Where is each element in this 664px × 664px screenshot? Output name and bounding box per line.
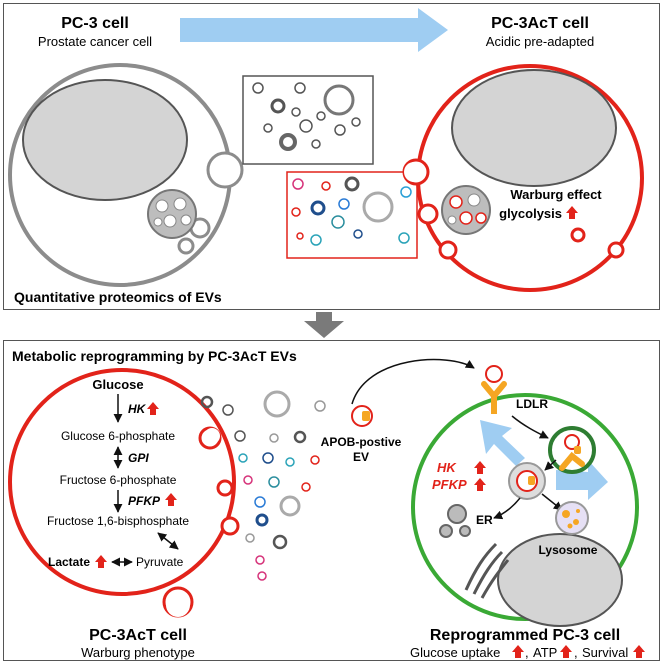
green-pfkp-label: PFKP [432, 477, 467, 492]
gpi-enzyme-label: GPI [128, 451, 149, 465]
apob-ev-label-line1: APOB-postive [321, 435, 402, 449]
green-hk-up-icon [474, 461, 486, 474]
outcome-atp-up-icon [560, 645, 572, 658]
ldlr-label: LDLR [516, 397, 548, 411]
green-hk-label: HK [437, 460, 457, 475]
lysosome-icon [555, 501, 589, 535]
endosome-to-late-arrow [544, 459, 557, 471]
outcome-survival-up-icon [633, 645, 645, 658]
top-footer-label: Quantitative proteomics of EVs [14, 289, 222, 305]
hk-enzyme-label: HK [128, 402, 147, 416]
apob-to-ldlr-arrow [351, 358, 475, 405]
fructose-6-phosphate-label: Fructose 6-phosphate [60, 473, 177, 487]
late-endosome-icon [508, 462, 546, 500]
uptake-arrow-1 [480, 420, 525, 466]
glycolysis-up-icon [566, 206, 578, 219]
transition-arrow [180, 8, 448, 52]
pc3-mvb [147, 189, 197, 239]
outcome-comma-2: , [574, 645, 578, 660]
er-label: ER [476, 513, 493, 527]
outcome-comma-1: , [525, 645, 529, 660]
pfkp-enzyme-label: PFKP [128, 494, 161, 508]
outcome-glucose-uptake: Glucose uptake [410, 645, 500, 660]
lactate-label: Lactate [48, 555, 90, 569]
left-cell-subtitle: Warburg phenotype [81, 645, 195, 660]
pc3act-ev-box [286, 171, 418, 259]
aldolase-arrow [157, 532, 179, 550]
reprogrammed-nucleus [497, 533, 623, 627]
target-cell-subtitle: Acidic pre-adapted [486, 34, 594, 49]
outcome-glucose-up-icon [512, 645, 524, 658]
late-to-lysosome-arrow [541, 493, 563, 511]
pc3act-mvb [441, 185, 491, 235]
right-cell-title: Reprogrammed PC-3 cell [430, 627, 620, 644]
endosome-icon [548, 426, 596, 474]
pc3-evs [252, 82, 361, 151]
glucose-6-phosphate-label: Glucose 6-phosphate [61, 429, 175, 443]
source-cell-subtitle: Prostate cancer cell [38, 34, 152, 49]
glucose-label: Glucose [92, 377, 143, 392]
fructose-16-bisphosphate-label: Fructose 1,6-bisphosphate [47, 514, 189, 528]
warburg-label: Warburg effect [510, 187, 602, 202]
pc3-nucleus [22, 79, 188, 201]
panel-transition-arrow [304, 312, 344, 338]
source-cell-title: PC-3 cell [61, 15, 129, 32]
uptake-arrow-2 [556, 460, 608, 500]
pc3-cell [8, 63, 244, 287]
late-to-er-arrow [493, 497, 521, 520]
green-pfkp-up-icon [474, 478, 486, 491]
lactate-up-icon [95, 555, 107, 568]
released-evs [200, 390, 326, 581]
lysosome-label: Lysosome [539, 543, 598, 557]
bottom-panel-title: Metabolic reprogramming by PC-3AcT EVs [12, 348, 297, 364]
hk-up-icon [147, 402, 159, 415]
glycolysis-label: glycolysis [499, 206, 562, 221]
pyruvate-label: Pyruvate [136, 555, 184, 569]
ldlr-receptor-icon [481, 365, 507, 414]
pc3act-nucleus [451, 69, 617, 187]
pc3act-cell [402, 64, 644, 292]
outcome-atp: ATP [533, 645, 557, 660]
target-cell-title: PC-3AcT cell [491, 15, 589, 32]
pfkp-up-icon [165, 493, 177, 506]
ldlr-to-endosome-arrow [511, 415, 549, 439]
pc3act-evs [291, 176, 412, 246]
left-cell-title: PC-3AcT cell [89, 627, 187, 644]
right-green-cell [411, 393, 639, 627]
outcome-survival: Survival [582, 645, 628, 660]
apob-ev-icon [351, 405, 373, 427]
er-icon [464, 542, 510, 599]
apob-ev-label-line2: EV [353, 450, 369, 464]
